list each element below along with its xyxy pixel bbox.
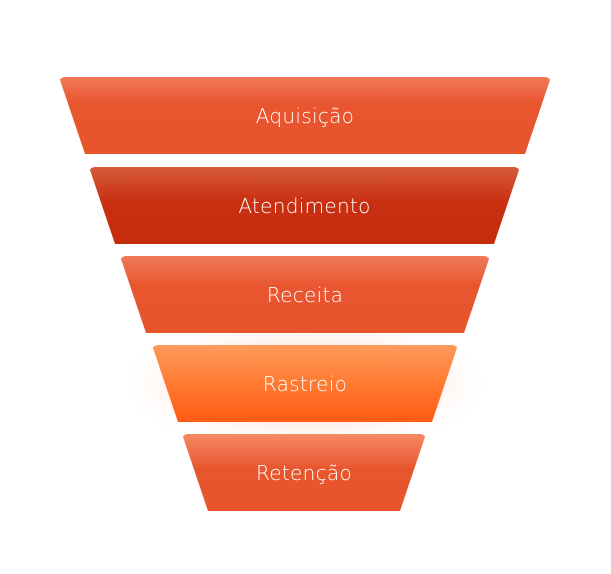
funnel-stage-rastreio: Rastreio [152, 345, 458, 422]
stage-label: Aquisição [255, 103, 355, 128]
stage-label: Atendimento [238, 193, 371, 218]
stage-label: Retenção [255, 460, 352, 485]
funnel-stage-receita: Receita [120, 256, 490, 333]
funnel-stage-aquisicao: Aquisição [59, 77, 551, 154]
stage-label: Rastreio [262, 371, 348, 396]
stage-label: Receita [266, 282, 344, 307]
funnel-stage-retencao: Retenção [182, 434, 426, 511]
funnel-stage-atendimento: Atendimento [89, 167, 520, 244]
